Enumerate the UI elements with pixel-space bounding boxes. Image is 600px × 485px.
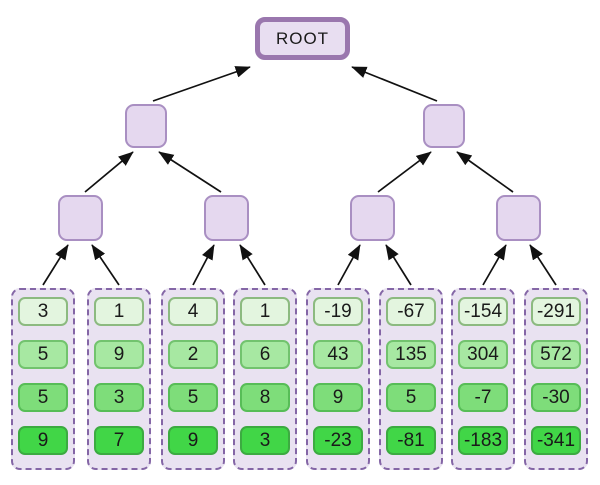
leaf-value: 3 [94, 383, 144, 412]
leaf-value: -67 [386, 297, 436, 326]
edge-l3n3-to-l2right [377, 151, 432, 193]
leaf-value: 3 [240, 426, 290, 455]
leaf-value: -23 [313, 426, 363, 455]
leaf-value: -291 [531, 297, 581, 326]
leaf-value: 6 [240, 340, 290, 369]
leaf-value: 9 [168, 426, 218, 455]
leaf-value: 9 [94, 340, 144, 369]
leaf-column-7: -154 304 -7 -183 [451, 288, 515, 470]
leaf-value: 9 [313, 383, 363, 412]
edge-l2left-to-root [152, 66, 251, 102]
edge-col8-to-l3n4 [529, 244, 557, 286]
leaf-value: 5 [386, 383, 436, 412]
leaf-value: 43 [313, 340, 363, 369]
leaf-value: 7 [94, 426, 144, 455]
leaf-value: 135 [386, 340, 436, 369]
internal-node-l2-left [125, 104, 167, 148]
internal-node-l3-3 [350, 195, 395, 241]
leaf-value: -183 [458, 426, 508, 455]
edge-col2-to-l3n1 [91, 244, 120, 286]
edge-col6-to-l3n3 [385, 244, 412, 286]
leaf-value: -19 [313, 297, 363, 326]
edge-col7-to-l3n4 [482, 244, 507, 286]
root-node: ROOT [255, 17, 350, 60]
edge-col1-to-l3n1 [42, 244, 69, 286]
edge-col5-to-l3n3 [337, 244, 361, 286]
leaf-value: 5 [18, 340, 68, 369]
internal-node-l3-4 [496, 195, 541, 241]
edge-col4-to-l3n2 [239, 244, 266, 286]
leaf-value: 5 [168, 383, 218, 412]
leaf-value: 3 [18, 297, 68, 326]
edge-l3n1-to-l2left [84, 151, 134, 193]
leaf-value: -81 [386, 426, 436, 455]
leaf-value: -30 [531, 383, 581, 412]
leaf-column-6: -67 135 5 -81 [379, 288, 443, 470]
leaf-value: -341 [531, 426, 581, 455]
leaf-value: 304 [458, 340, 508, 369]
leaf-value: -154 [458, 297, 508, 326]
internal-node-l3-2 [204, 195, 249, 241]
leaf-value: 572 [531, 340, 581, 369]
leaf-column-1: 3 5 5 9 [11, 288, 75, 470]
internal-node-l3-1 [58, 195, 103, 241]
leaf-value: 1 [240, 297, 290, 326]
leaf-column-8: -291 572 -30 -341 [524, 288, 588, 470]
leaf-value: 5 [18, 383, 68, 412]
leaf-column-3: 4 2 5 9 [161, 288, 225, 470]
leaf-value: -7 [458, 383, 508, 412]
leaf-value: 2 [168, 340, 218, 369]
root-label: ROOT [275, 28, 330, 48]
leaf-value: 4 [168, 297, 218, 326]
edge-l3n2-to-l2left [158, 151, 222, 193]
leaf-column-5: -19 43 9 -23 [306, 288, 370, 470]
leaf-value: 9 [18, 426, 68, 455]
leaf-value: 1 [94, 297, 144, 326]
edge-l3n4-to-l2right [456, 151, 514, 193]
edge-l2right-to-root [351, 66, 438, 102]
leaf-value: 8 [240, 383, 290, 412]
edge-col3-to-l3n2 [192, 244, 215, 286]
internal-node-l2-right [423, 104, 465, 148]
